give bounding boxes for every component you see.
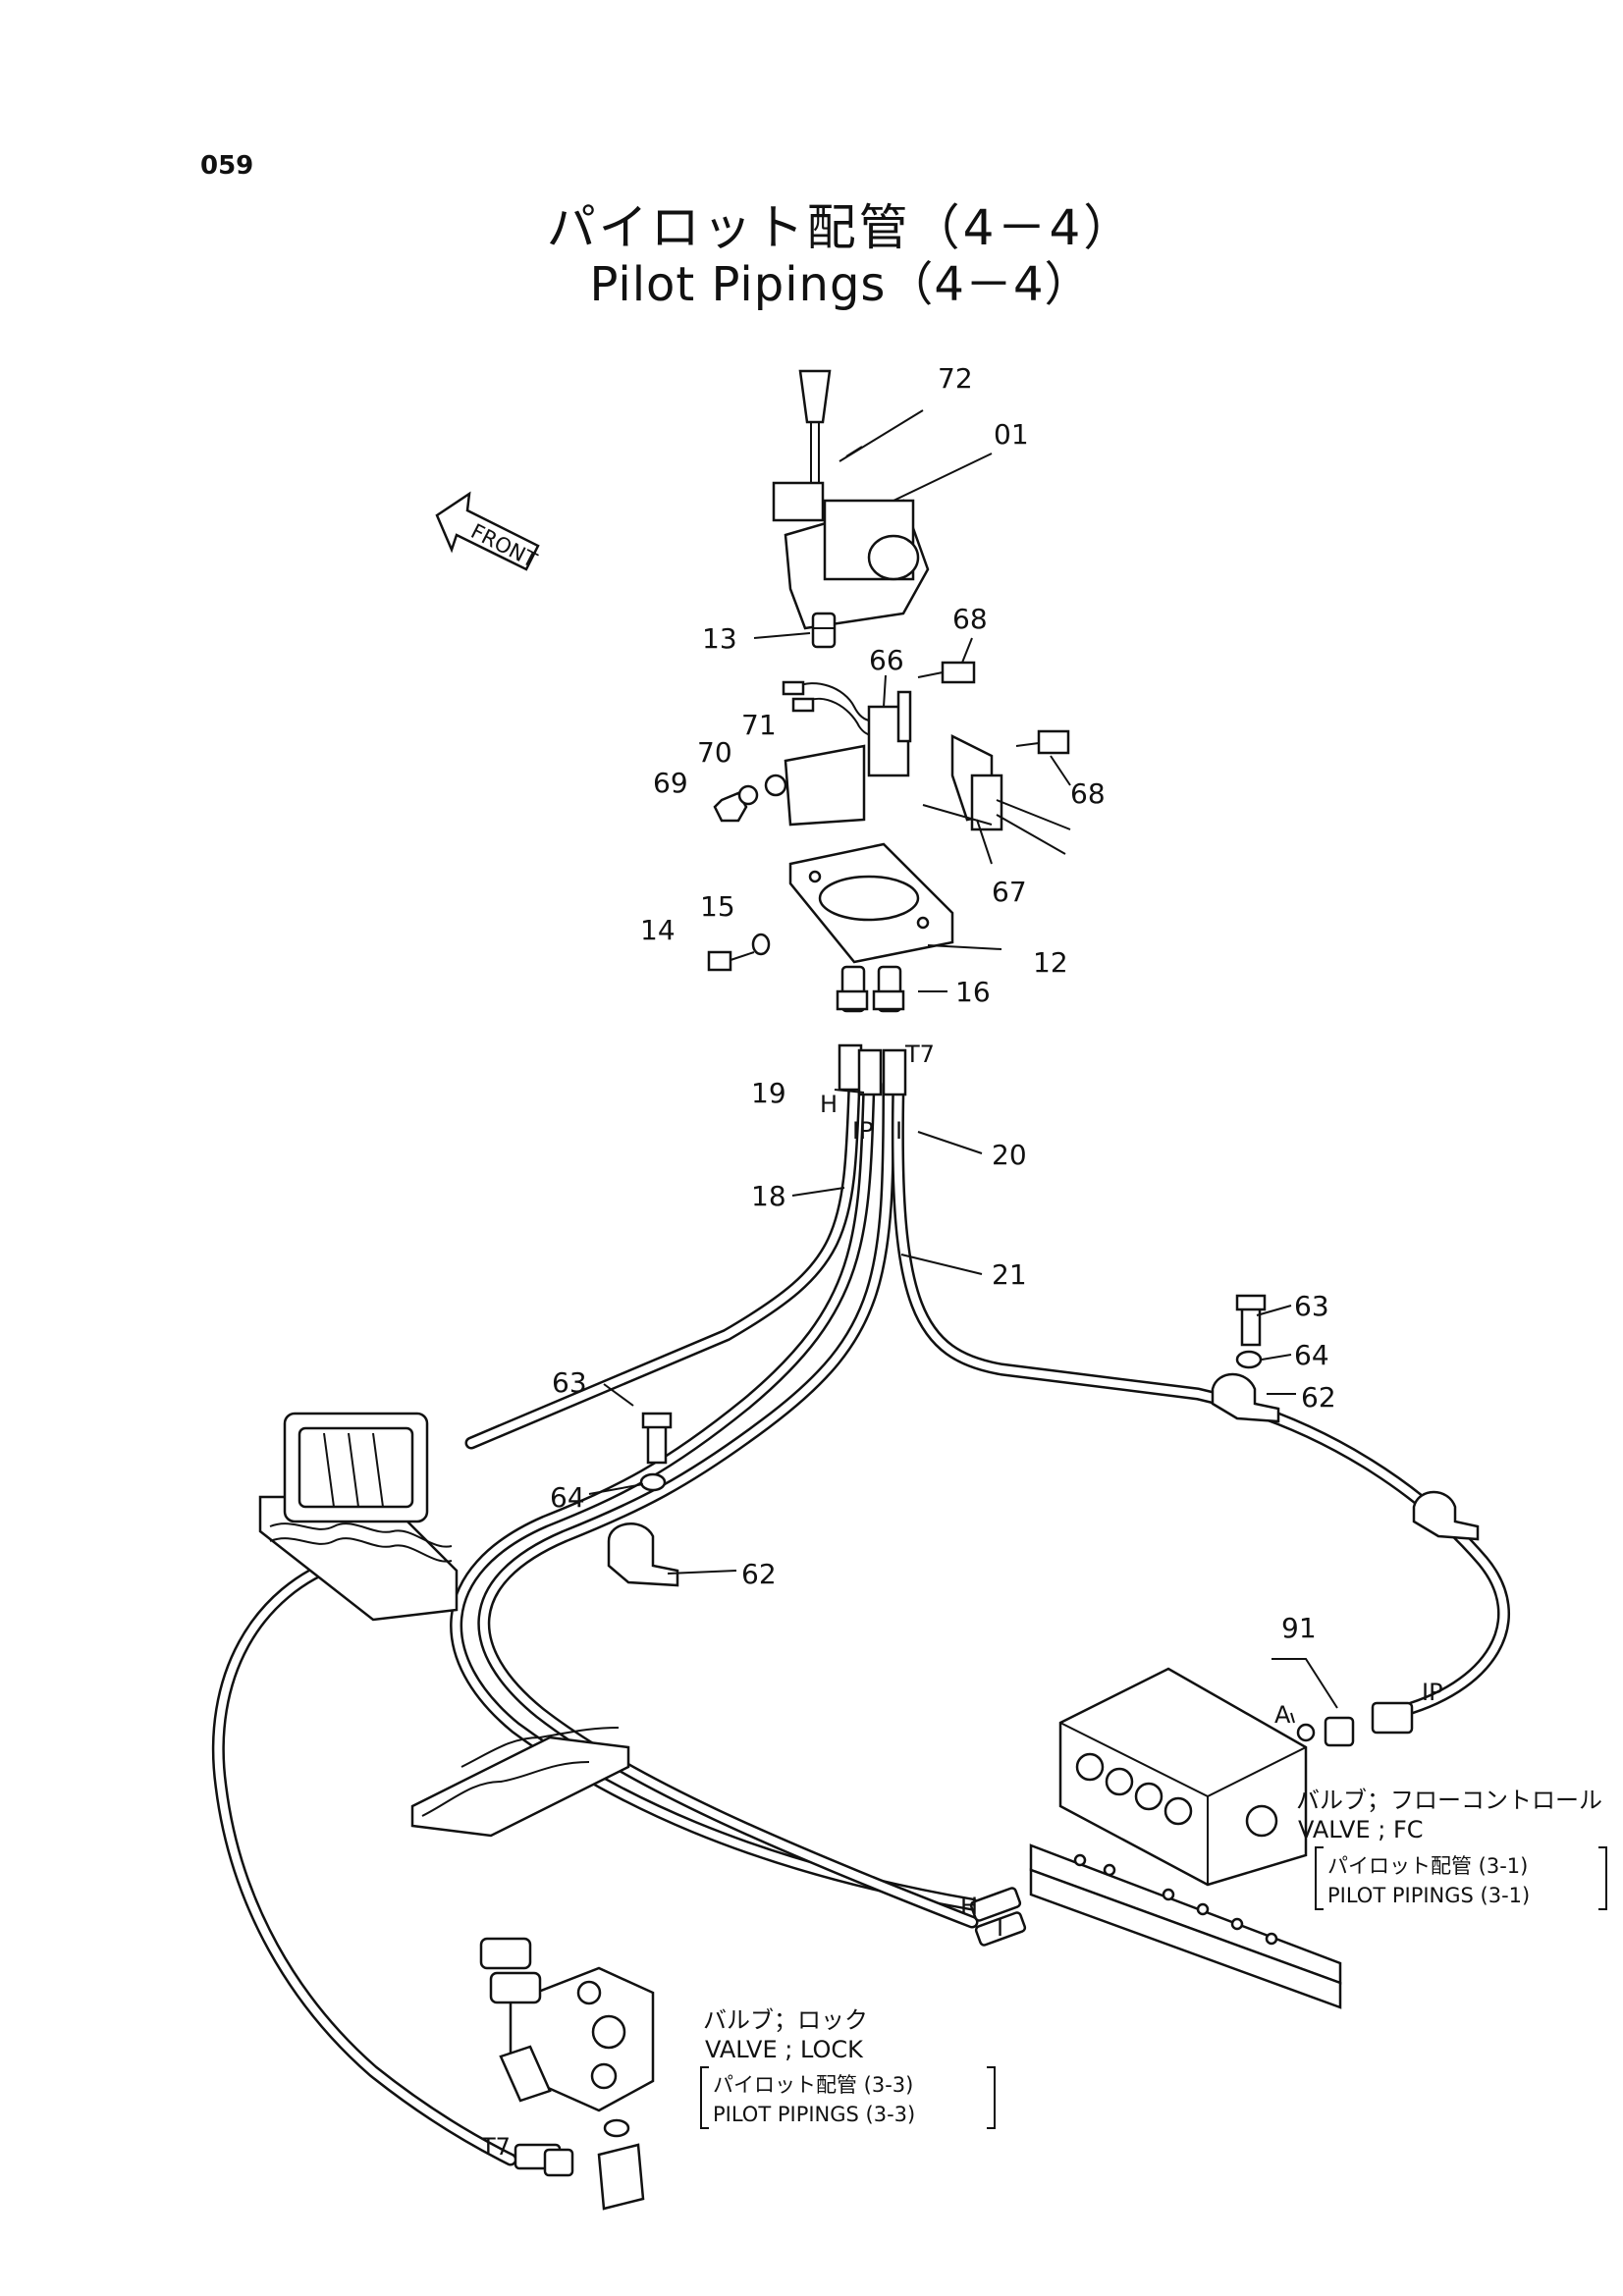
connector-13: [811, 612, 837, 649]
grommet-block-center: [410, 1727, 630, 1838]
fc-valve-name-jp: バルブ；フローコントロール: [1296, 1787, 1602, 1814]
front-direction-arrow: FRONT: [435, 491, 541, 572]
callout-19: 19: [751, 1077, 786, 1109]
leader-lines: [588, 409, 1338, 1724]
callout-i-bottom: I: [997, 1914, 1003, 1942]
page-title-japanese: パイロット配管（4－4）: [546, 199, 1136, 256]
callout-63-right: 63: [1294, 1290, 1329, 1322]
callout-62-left: 62: [741, 1558, 777, 1590]
callout-63-left: 63: [552, 1366, 587, 1399]
mounting-bracket-bottom: [1029, 1843, 1342, 2009]
callout-20: 20: [992, 1139, 1027, 1171]
callout-71: 71: [741, 709, 777, 741]
callout-t7-bottom: T7: [480, 2133, 511, 2161]
fc-valve-ref-jp: パイロット配管 (3-1): [1327, 1854, 1528, 1878]
callout-01: 01: [994, 418, 1029, 451]
clamp-left-62: [607, 1412, 679, 1587]
callout-68-top: 68: [952, 603, 988, 635]
callout-91: 91: [1281, 1612, 1317, 1644]
callout-68-right: 68: [1070, 777, 1106, 810]
callout-67: 67: [992, 876, 1027, 908]
hose-fittings-h-i: [969, 1887, 1027, 1947]
callout-12: 12: [1033, 946, 1068, 979]
callout-62-right: 62: [1301, 1381, 1336, 1414]
callout-21: 21: [992, 1258, 1027, 1291]
lock-valve-ref-en: PILOT PIPINGS (3-3): [713, 2103, 915, 2126]
callout-14: 14: [640, 914, 676, 946]
callout-13: 13: [702, 622, 737, 655]
pilot-valve-lever-assembly: [772, 369, 930, 630]
fc-valve-ref-en: PILOT PIPINGS (3-1): [1327, 1884, 1530, 1907]
callout-66: 66: [869, 644, 904, 676]
callout-64-right: 64: [1294, 1339, 1329, 1371]
clamp-right-62: [1211, 1294, 1280, 1423]
callout-18: 18: [751, 1180, 786, 1212]
grommet-block-left: [258, 1412, 459, 1622]
page-number: 059: [200, 151, 254, 181]
pilot-hoses: [211, 1043, 1511, 2166]
callout-i-top: I: [895, 1117, 902, 1145]
callout-16: 16: [955, 976, 991, 1008]
fc-valve-body: [1058, 1667, 1414, 1887]
lock-valve-name-en: VALVE ; LOCK: [705, 2036, 864, 2063]
fc-valve-name-en: VALVE ; FC: [1298, 1816, 1424, 1843]
lock-valve-name-jp: バルブ；ロック: [703, 2006, 868, 2034]
callout-69: 69: [653, 767, 688, 799]
callout-a: A: [1274, 1701, 1291, 1729]
callout-h-top: H: [820, 1091, 838, 1118]
switch-bracket-assembly: [713, 661, 1071, 855]
callout-ip-right: IP: [1422, 1679, 1443, 1706]
callout-64-left: 64: [550, 1481, 585, 1514]
fittings-16: [836, 965, 905, 1013]
callout-h-bottom: H: [960, 1893, 978, 1920]
clamp-far-right: [1412, 1490, 1480, 1541]
lock-valve-ref-jp: パイロット配管 (3-3): [713, 2073, 913, 2097]
lock-valve-body: [479, 1937, 655, 2211]
lock-valve-note: バルブ；ロック VALVE ; LOCK パイロット配管 (3-3) PILOT…: [700, 2006, 996, 2129]
page-title-english: Pilot Pipings（4－4）: [589, 257, 1093, 312]
front-label: FRONT: [467, 519, 541, 572]
callout-numbers: 72 01 13 66 68 68 71 70 69 67 15 14 12 1…: [480, 362, 1443, 2161]
callout-15: 15: [700, 890, 735, 923]
callout-ip-top: IP: [852, 1117, 874, 1145]
fc-valve-note: バルブ；フローコントロール VALVE ; FC パイロット配管 (3-1) P…: [1296, 1787, 1607, 1910]
callout-70: 70: [697, 736, 732, 769]
callout-t7-top: T7: [904, 1041, 935, 1068]
callout-72: 72: [938, 362, 973, 395]
mounting-plate-12: [707, 842, 954, 972]
